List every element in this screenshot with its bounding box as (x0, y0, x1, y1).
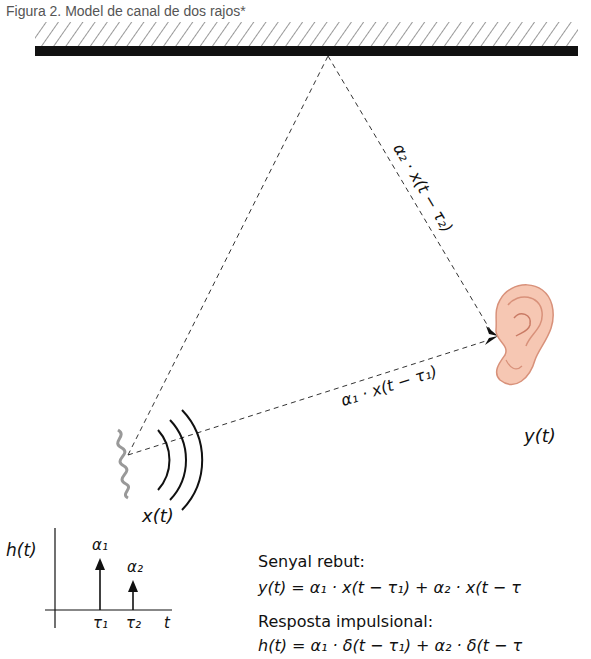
signal-name: x(t) (142, 505, 174, 527)
impulse-arrowhead (128, 580, 138, 592)
reflected-ray (328, 56, 492, 333)
axis-name: t (164, 614, 170, 632)
signal-name: y(t) (524, 425, 556, 447)
ray-label: α₂ · x(t − τ₂) (389, 140, 457, 236)
ray-arrowhead (485, 336, 498, 345)
equation-heading: Resposta impulsional: (258, 612, 433, 631)
amplitude-label: α₁ (92, 536, 108, 554)
axis-name: h(t) (6, 540, 37, 560)
delay-label: τ₁ (93, 614, 108, 632)
equation: y(t) = α₁ · x(t − τ₁) + α₂ · x(t − τ (258, 578, 521, 597)
figure-title: Figura 2. Model de canal de dos rajos* (6, 3, 246, 20)
impulse-plot-axes (45, 528, 172, 628)
delay-label: τ₂ (126, 614, 141, 632)
impulse-arrowhead (95, 558, 105, 570)
ray-label: α₁ · x(t − τ₁) (338, 362, 439, 411)
sound-waves (158, 410, 202, 510)
incident-ray (128, 56, 328, 455)
ear-icon (496, 285, 553, 385)
sound-source (118, 430, 129, 498)
equation: h(t) = α₁ · δ(t − τ₁) + α₂ · δ(t − τ (258, 636, 522, 655)
wall-hatching (35, 22, 578, 46)
equation-heading: Senyal rebut: (258, 552, 365, 571)
reflecting-wall (35, 46, 578, 56)
amplitude-label: α₂ (127, 558, 143, 576)
